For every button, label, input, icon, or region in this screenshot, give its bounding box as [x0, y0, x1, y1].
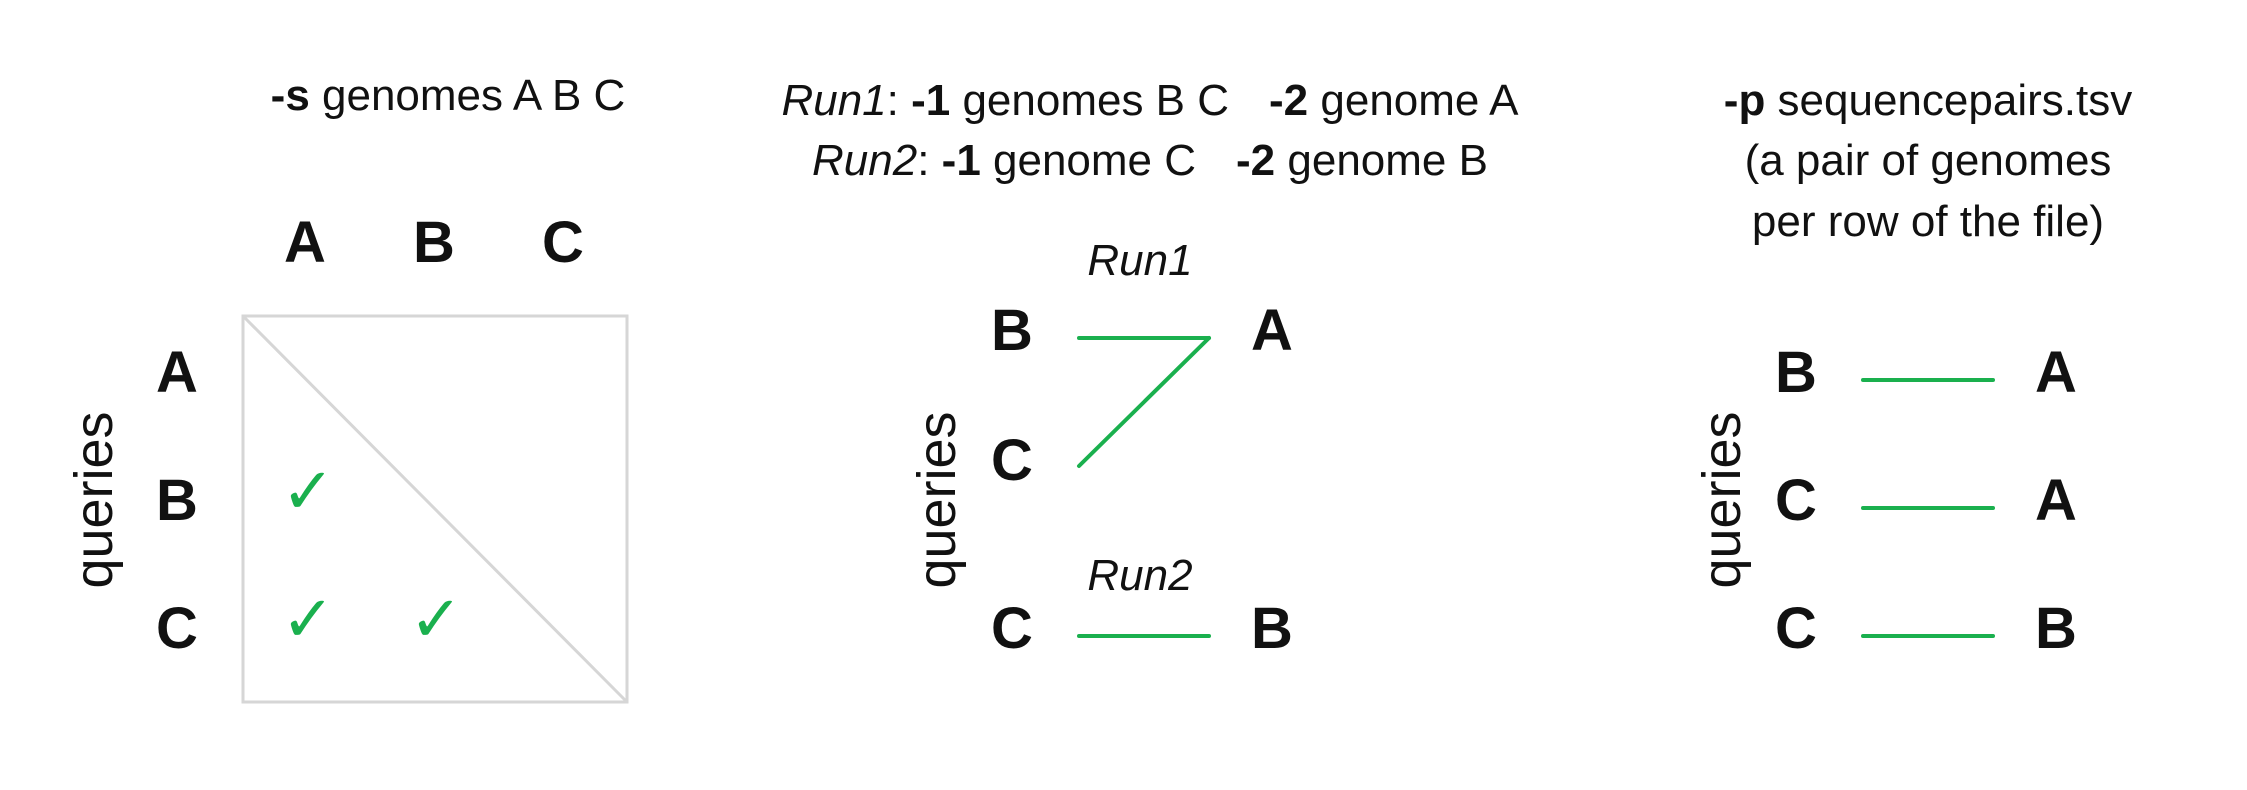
flag-1: -1 [942, 136, 981, 185]
run2-target-b: B [1251, 596, 1293, 661]
flag-2: -2 [1269, 76, 1308, 125]
panel-p-caption: -p sequencepairs.tsv [1724, 76, 2132, 125]
run2-caption-sep: : [917, 136, 941, 185]
queries-axis-label: queries [1692, 411, 1752, 588]
panel-s-caption: -s genomes A B C [271, 71, 626, 120]
col-header-b: B [413, 210, 455, 275]
flag-2: -2 [1236, 136, 1275, 185]
run2-caption: Run2: -1 genome C -2 genome B [812, 136, 1488, 185]
row-header-b: B [156, 468, 198, 533]
panel-p-note-1: (a pair of genomes [1745, 136, 2112, 185]
panel-p-desc: sequencepairs.tsv [1765, 76, 2132, 125]
run1-target-a: A [1251, 298, 1293, 363]
run1-caption-sep: : [887, 76, 911, 125]
comparison-matrix [241, 314, 629, 704]
panel-s-desc: genomes A B C [310, 71, 626, 120]
pair1-target: A [2035, 340, 2077, 405]
run1-caption-text1: genomes B C [950, 76, 1229, 125]
matrix-diagonal [241, 314, 629, 704]
queries-axis-label: queries [64, 411, 124, 588]
run2-query-c: C [991, 596, 1033, 661]
col-header-a: A [284, 210, 326, 275]
run2-caption-name: Run2 [812, 136, 917, 185]
flag-p: -p [1724, 76, 1766, 125]
row-header-c: C [156, 596, 198, 661]
run1-query-c: C [991, 428, 1033, 493]
panel-runs: Run1: -1 genomes B C-2 genome A Run2: -1… [781, 76, 1519, 661]
run1-caption: Run1: -1 genomes B C -2 genome A [781, 76, 1519, 125]
pair3-query: C [1775, 596, 1817, 661]
run1-caption-name: Run1 [781, 76, 886, 125]
col-header-c: C [542, 210, 584, 275]
run2-caption-text1: genome C [981, 136, 1196, 185]
row-header-a: A [156, 340, 198, 405]
run2-caption-text2: genome B [1275, 136, 1488, 185]
check-c-a-icon: ✓ [281, 583, 335, 657]
flag-s: -s [271, 71, 310, 120]
queries-axis-label: queries [907, 411, 967, 588]
panel-p-note-2: per row of the file) [1752, 197, 2104, 246]
check-b-a-icon: ✓ [281, 455, 335, 529]
run1-caption-text2: genome A [1308, 76, 1519, 125]
check-c-b-icon: ✓ [409, 583, 463, 657]
panel-sequence-pairs: -p sequencepairs.tsv (a pair of genomes … [1692, 76, 2132, 661]
pair3-target: B [2035, 596, 2077, 661]
run2-title: Run2 [1087, 551, 1192, 600]
flag-1: -1 [911, 76, 950, 125]
panel-all-vs-all: -s genomes A B C A B C A B C queries ✓ ✓… [64, 71, 629, 704]
pair1-query: B [1775, 340, 1817, 405]
pair2-target: A [2035, 468, 2077, 533]
pair2-query: C [1775, 468, 1817, 533]
run1-query-b: B [991, 298, 1033, 363]
run1-edge-c-a [1077, 336, 1211, 468]
run1-title: Run1 [1087, 236, 1192, 285]
